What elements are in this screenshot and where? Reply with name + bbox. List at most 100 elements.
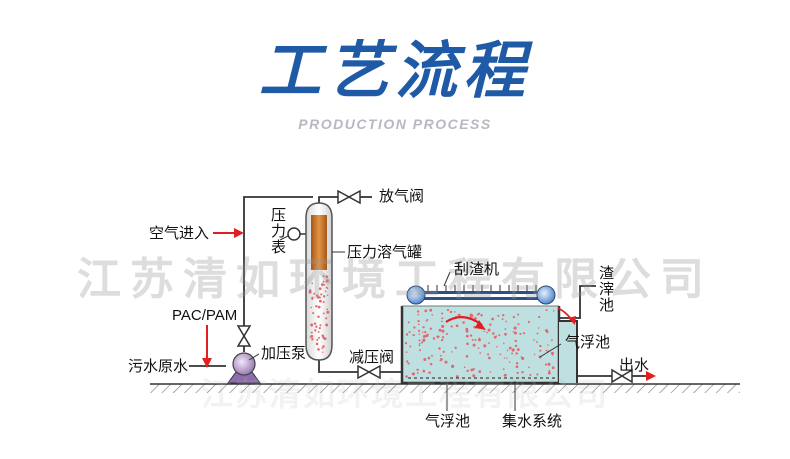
air-bubble	[426, 319, 429, 321]
air-bubble	[322, 336, 325, 339]
air-bubble	[537, 327, 540, 329]
air-bubble	[429, 327, 432, 330]
air-bubble	[318, 336, 321, 339]
air-bubble	[326, 287, 329, 290]
air-bubble	[438, 347, 441, 350]
air-bubble	[465, 355, 469, 358]
pump-check-valve-icon	[236, 325, 252, 347]
air-bubble	[533, 339, 535, 341]
air-bubble	[451, 351, 453, 353]
air-bubble	[326, 310, 330, 314]
air-bubble	[487, 328, 491, 332]
label-gauge-3: 表	[271, 238, 287, 256]
skimmer	[406, 285, 556, 305]
air-bubble	[474, 338, 477, 342]
dissolved-air-tank	[305, 202, 333, 361]
air-bubble	[422, 326, 425, 329]
air-bubble	[322, 275, 325, 277]
air-bubble	[313, 292, 316, 295]
air-bubble	[488, 342, 490, 344]
air-bubble	[326, 294, 329, 296]
label-air-inlet: 空气进入	[149, 224, 210, 242]
air-bubble	[441, 312, 444, 315]
air-bubble	[418, 339, 421, 342]
watermark-faint: 江苏清如环境工程有限公司	[200, 375, 609, 413]
air-bubble	[326, 308, 329, 311]
air-bubble	[309, 336, 312, 339]
air-bubble	[527, 321, 530, 324]
air-bubble	[322, 280, 325, 283]
air-bubble	[522, 332, 526, 335]
air-bubble	[432, 337, 436, 340]
air-bubble	[536, 332, 539, 335]
air-bubble	[545, 329, 548, 333]
air-bubble	[310, 323, 314, 327]
label-pressure-valve: 减压阀	[349, 348, 395, 366]
air-bubble	[416, 368, 419, 372]
air-bubble	[455, 324, 459, 328]
air-bubble	[506, 357, 508, 359]
air-bubble	[325, 323, 329, 327]
air-bubble	[313, 322, 316, 325]
air-bubble	[425, 320, 427, 322]
air-bubble	[504, 328, 507, 330]
label-vent-valve: 放气阀	[379, 187, 425, 205]
air-bubble	[551, 353, 554, 356]
air-bubble	[454, 346, 457, 350]
air-bubble	[483, 330, 485, 333]
air-bubble	[422, 369, 426, 373]
label-outlet: 出水	[619, 356, 650, 374]
air-bubble	[439, 354, 442, 357]
air-bubble	[416, 310, 420, 313]
label-dissolved-air-tank: 压力溶气罐	[347, 243, 423, 261]
air-bubble	[325, 275, 329, 279]
air-bubble	[312, 312, 315, 315]
label-float-tank-right: 气浮池	[565, 333, 611, 351]
float-tank	[400, 305, 576, 385]
label-collector: 集水系统	[502, 412, 563, 430]
label-gauge-1: 压	[271, 206, 287, 224]
air-bubble	[547, 371, 551, 375]
air-bubble	[438, 329, 441, 332]
air-bubble	[440, 357, 443, 361]
air-bubble	[550, 339, 553, 342]
air-bubble	[517, 313, 520, 316]
air-bubble	[450, 325, 453, 328]
air-bubble	[310, 306, 312, 309]
air-bubble	[492, 332, 495, 335]
air-bubble	[446, 308, 450, 312]
air-bubble	[324, 290, 327, 293]
air-bubble	[404, 341, 408, 345]
air-bubble	[418, 342, 421, 345]
air-bubble	[463, 366, 466, 368]
air-bubble	[514, 344, 518, 348]
air-bubble	[477, 347, 480, 349]
air-bubble	[315, 305, 318, 308]
air-bubble	[515, 365, 519, 369]
air-bubble	[412, 333, 415, 337]
air-bubble	[317, 331, 320, 333]
air-bubble	[466, 342, 469, 346]
label-sludge-2: 滓	[599, 280, 615, 298]
air-bubble	[429, 362, 433, 366]
air-bubble	[322, 351, 324, 353]
air-bubble	[508, 361, 511, 363]
air-bubble	[424, 330, 427, 334]
air-bubble	[429, 308, 433, 312]
air-bubble	[418, 333, 420, 335]
air-bubble	[501, 318, 504, 321]
air-bubble	[547, 344, 549, 346]
air-bubble	[322, 295, 326, 298]
air-bubble	[411, 372, 415, 376]
air-bubble	[317, 315, 320, 319]
vent-valve-icon	[337, 189, 361, 205]
air-bubble	[469, 313, 473, 317]
air-bubble	[311, 296, 314, 300]
label-gauge-2: 力	[271, 222, 287, 240]
dosing-arrow	[202, 325, 212, 368]
pressure-gauge-icon	[287, 227, 306, 241]
air-bubble	[317, 348, 320, 351]
label-raw-water: 污水原水	[128, 357, 189, 375]
air-bubble	[427, 333, 429, 336]
air-bubble	[465, 334, 469, 338]
